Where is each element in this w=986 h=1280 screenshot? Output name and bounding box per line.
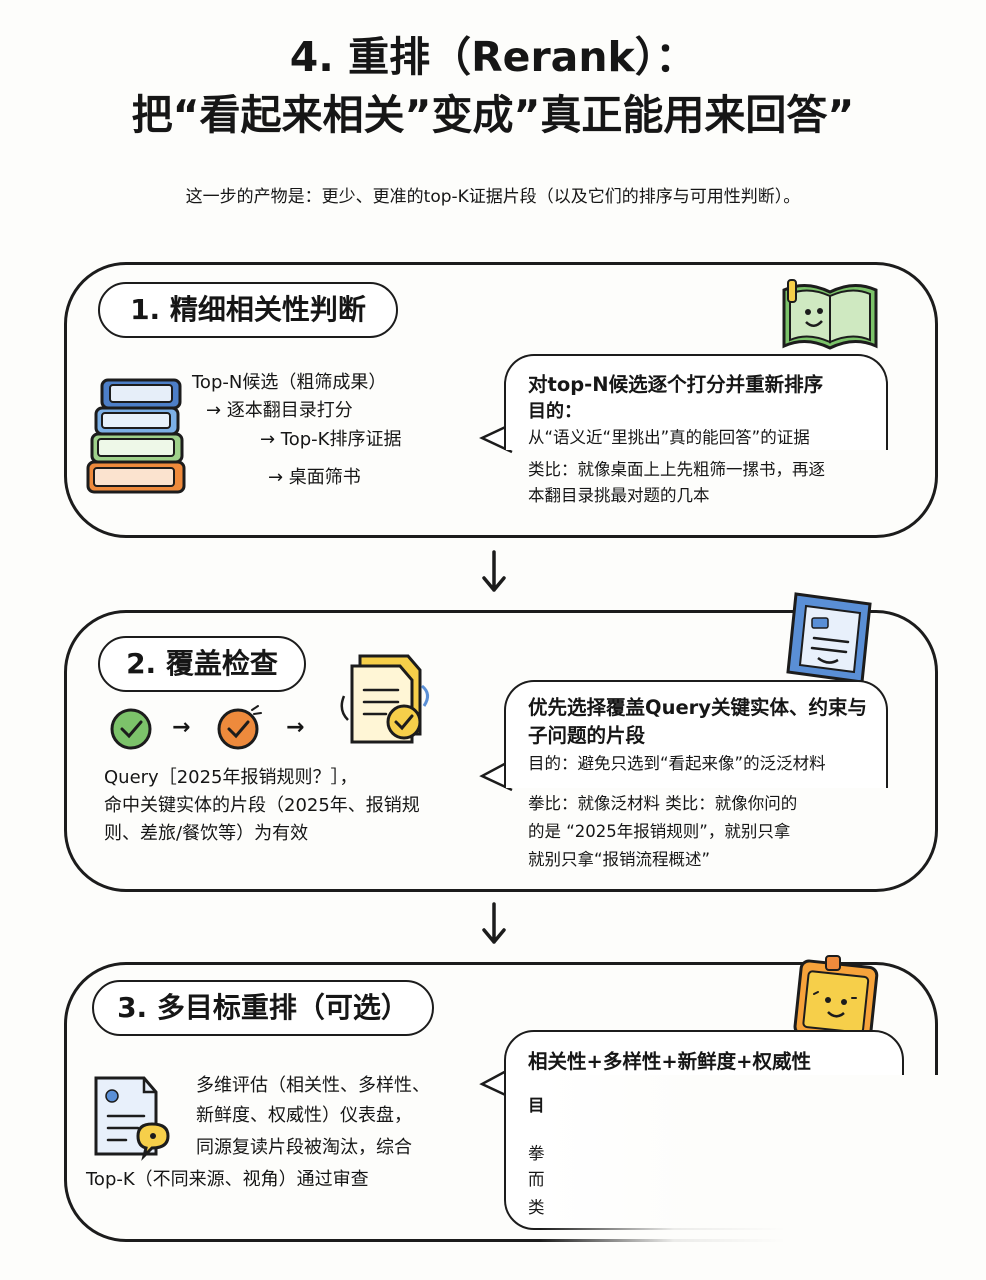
- section-2-desc-3: 则、差旅/餐饮等）为有效: [104, 823, 309, 844]
- section-1-flow-4: → 桌面筛书: [268, 467, 361, 488]
- section-1-flow-3: → Top-K排序证据: [260, 429, 402, 450]
- step-arrow-1: →: [172, 715, 191, 740]
- section-2-bubble-line-3: 拳比：就像泛材料 类比：就像你问的: [528, 794, 798, 813]
- check-circle-icon: [110, 708, 152, 750]
- section-3-bubble-line-1: 目: [528, 1096, 545, 1115]
- section-3-bubble-line-3: 拳: [528, 1144, 545, 1163]
- section-2-bubble-title-1: 优先选择覆盖Query关键实体、约束与: [528, 696, 868, 719]
- section-3-bubble-title: 相关性+多样性+新鲜度+权威性: [528, 1050, 812, 1073]
- section-3-desc-4: Top-K（不同来源、视角）通过审查: [86, 1169, 369, 1190]
- step-arrow-2: →: [286, 715, 305, 740]
- check-circle-icon: [217, 705, 262, 750]
- section-2-heading: 2. 覆盖检查: [98, 636, 306, 692]
- section-1-flow-2: → 逐本翻目录打分: [206, 400, 353, 421]
- section-3-bubble-line-4: 而: [528, 1170, 545, 1189]
- section-3-desc-1: 多维评估（相关性、多样性、: [196, 1075, 430, 1096]
- section-2-desc-2: 命中关键实体的片段（2025年、报销规: [104, 795, 420, 816]
- section-1-bubble: [504, 354, 888, 450]
- section-1-bubble-purpose: 目的：: [528, 401, 582, 422]
- document-chat-icon: [94, 1076, 170, 1161]
- section-3-bubble-line-5: 类: [528, 1198, 545, 1217]
- down-arrow-icon: [482, 902, 506, 944]
- section-1-flow-1: Top-N候选（粗筛成果）: [192, 372, 387, 393]
- section-1-bubble-line-1: 从“语义近“里挑出”真的能回答”的证据: [528, 428, 810, 447]
- notebook-icon: [786, 592, 872, 684]
- document-check-icon: [340, 654, 429, 744]
- section-3-heading: 3. 多目标重排（可选）: [92, 980, 434, 1036]
- section-2-bubble-line-1: 目的：避免只选到“看起来像”的泛泛材料: [528, 754, 826, 773]
- open-book-icon: [782, 279, 878, 350]
- section-2-bubble-line-4: 的是 “2025年报销规则”，就别只拿: [528, 822, 791, 841]
- down-arrow-icon: [482, 550, 506, 592]
- section-1-bubble-title: 对top-N候选逐个打分并重新排序: [528, 373, 824, 396]
- section-2-bubble-title-2: 子问题的片段: [528, 724, 646, 747]
- section-2-desc-1: Query［2025年报销规则？］，: [104, 767, 358, 788]
- section-2-bubble-line-5: 就别只拿“报销流程概述”: [528, 850, 711, 869]
- section-1-bubble-line-2: 类比：就像桌面上上先粗筛一摞书，再逐: [528, 460, 825, 479]
- sticky-note-icon: [793, 955, 879, 1043]
- page-title-line2: 把“看起来相关”变成”真正能用来回答”: [131, 91, 855, 139]
- section-1-heading: 1. 精细相关性判断: [98, 282, 398, 338]
- section-3-desc-2: 新鲜度、权威性）仪表盘，: [196, 1105, 412, 1126]
- page-title: 4. 重排（Rerank）：: [289, 33, 697, 81]
- section-1-bubble-line-3: 本翻目录挑最对题的几本: [528, 486, 710, 505]
- page-subtitle: 这一步的产物是：更少、更准的top-K证据片段（以及它们的排序与可用性判断）。: [185, 187, 801, 207]
- section-2-bubble: [504, 680, 888, 788]
- section-3-desc-3: 同源复读片段被淘汰，综合: [196, 1137, 412, 1158]
- book-stack-icon: [86, 378, 186, 494]
